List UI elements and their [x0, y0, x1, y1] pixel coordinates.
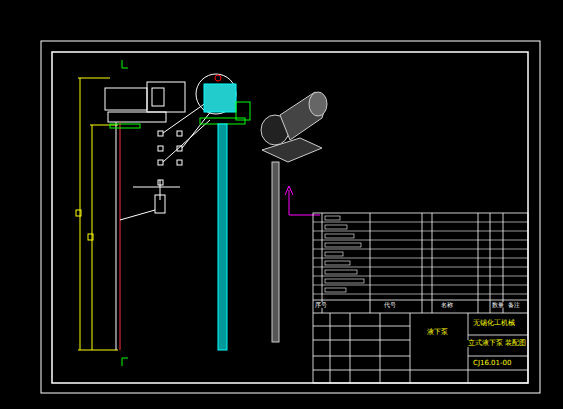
- row-line: [313, 240, 528, 241]
- table-text: 代号: [383, 302, 397, 308]
- table-text: 立式液下泵 装配图: [467, 340, 527, 347]
- table-rows: [313, 216, 528, 294]
- row-line: [313, 258, 528, 259]
- table-text: 备注: [507, 302, 521, 308]
- row-cell: [325, 279, 364, 283]
- row-cell: [325, 252, 343, 256]
- iso-view: [261, 92, 327, 342]
- row-line: [313, 294, 528, 295]
- row-line: [313, 276, 528, 277]
- parts-table: [313, 213, 528, 383]
- row-line: [313, 285, 528, 286]
- row-cell: [325, 234, 354, 238]
- table-text: 数量: [491, 302, 505, 308]
- row-cell: [325, 288, 346, 292]
- outer-frame: [41, 41, 540, 393]
- inner-frame: [52, 52, 528, 383]
- row-cell: [325, 225, 347, 229]
- table-text: 序号: [314, 302, 328, 308]
- row-cell: [325, 261, 350, 265]
- front-view: [76, 60, 212, 366]
- table-text: 无锡化工机械: [472, 320, 516, 327]
- row-line: [313, 231, 528, 232]
- table-text: CJ16.01-00: [472, 360, 512, 367]
- row-cell: [325, 243, 361, 247]
- table-text: 名称: [440, 302, 454, 308]
- table-text: 液下泵: [426, 329, 449, 336]
- row-cell: [325, 216, 340, 220]
- row-line: [313, 249, 528, 250]
- side-view: [196, 74, 250, 350]
- row-line: [313, 267, 528, 268]
- row-cell: [325, 270, 357, 274]
- row-line: [313, 222, 528, 223]
